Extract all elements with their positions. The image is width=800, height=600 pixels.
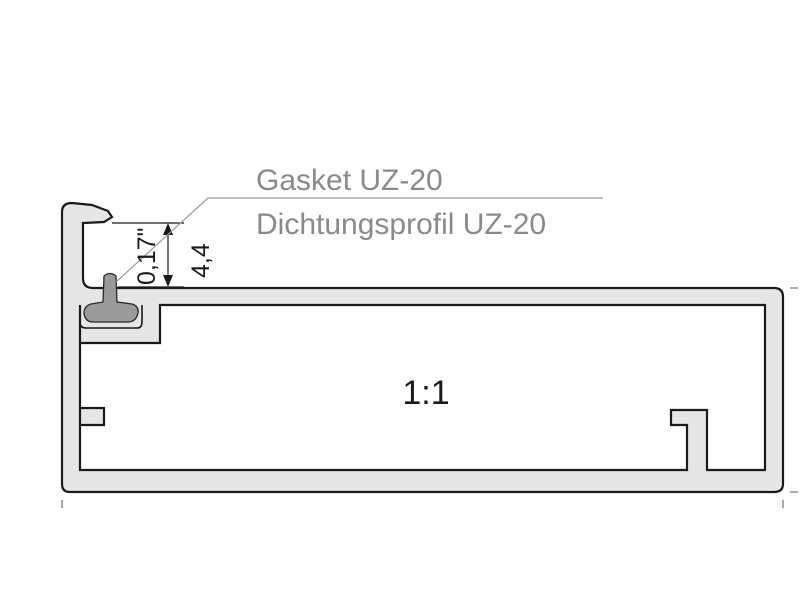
frame-profile (60, 201, 785, 494)
dimension-arrow-up (163, 223, 173, 235)
gasket-label-en: Gasket UZ-20 (256, 164, 443, 197)
scale-label: 1:1 (402, 374, 449, 412)
dimension-arrow-down (163, 275, 173, 287)
leader-line (115, 197, 603, 283)
edge-ticks (61, 287, 798, 508)
gasket-label-de: Dichtungsprofil UZ-20 (256, 208, 546, 241)
gasket-shape (83, 272, 139, 323)
dimension-mm-label: 4,4 (187, 243, 215, 278)
dimension-lines (112, 222, 184, 288)
gasket-groove (79, 305, 143, 329)
dimension-inch-label: 0,17" (133, 227, 161, 285)
